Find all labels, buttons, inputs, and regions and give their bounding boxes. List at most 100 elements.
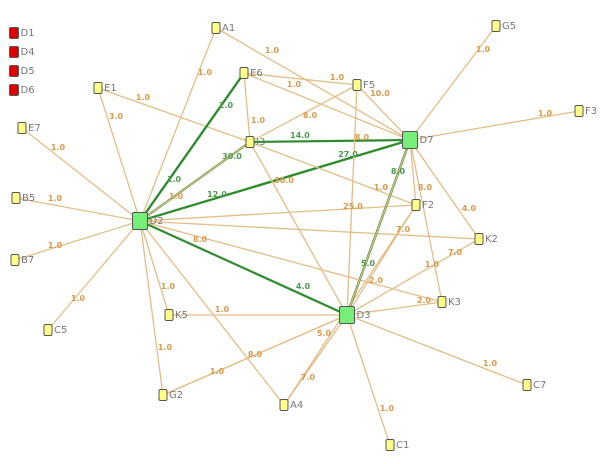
edge-label: 4.0 — [462, 204, 477, 213]
node-F5[interactable]: F5 — [352, 79, 375, 92]
node-box[interactable] — [9, 84, 19, 96]
edge-label: 8.0 — [303, 111, 318, 120]
node-box[interactable] — [9, 27, 19, 39]
node-D1[interactable]: D1 — [9, 27, 35, 40]
node-box[interactable] — [239, 67, 249, 79]
node-A4[interactable]: A4 — [279, 399, 303, 412]
node-C5[interactable]: C5 — [43, 324, 67, 337]
node-B7[interactable]: B7 — [10, 254, 34, 267]
edge-label: 1.0 — [210, 367, 225, 376]
node-G5[interactable]: G5 — [491, 20, 516, 33]
node-label: E7 — [28, 123, 41, 134]
node-box[interactable] — [10, 254, 20, 266]
edge-labels-layer: 1.01.03.01.01.01.01.01.01.01.01.01.08.07… — [48, 45, 553, 413]
edge-C5-D2 — [47, 220, 141, 331]
edge-F5-D7 — [356, 84, 411, 141]
node-label: B7 — [21, 255, 34, 266]
edges-layer — [14, 25, 580, 446]
edge-C1-D3 — [346, 314, 391, 446]
node-label: K2 — [485, 234, 498, 245]
node-label: D6 — [21, 85, 35, 96]
edge-G2-D2 — [139, 220, 164, 396]
edge-label: 1.0 — [476, 45, 491, 54]
node-label: C7 — [533, 380, 546, 391]
node-box[interactable] — [352, 79, 362, 91]
node-box[interactable] — [164, 309, 174, 321]
edge-label: 2.0 — [369, 276, 384, 285]
node-E1[interactable]: E1 — [93, 82, 117, 95]
node-label: I3 — [256, 137, 265, 148]
edge-label: 1.0 — [71, 294, 86, 303]
node-I3[interactable]: I3 — [245, 136, 265, 149]
node-box[interactable] — [93, 82, 103, 94]
node-C7[interactable]: C7 — [522, 379, 546, 392]
node-box[interactable] — [339, 306, 355, 324]
edge-label: 1.0 — [425, 260, 440, 269]
edge-K2-D3 — [346, 238, 480, 316]
edge-K5-D2 — [139, 220, 170, 316]
node-label: D4 — [21, 47, 35, 58]
node-E6[interactable]: E6 — [239, 67, 263, 80]
node-D7[interactable]: D7 — [402, 131, 434, 149]
node-A1[interactable]: A1 — [211, 22, 235, 35]
node-G2[interactable]: G2 — [158, 389, 183, 402]
node-label: C1 — [396, 440, 409, 451]
node-box[interactable] — [474, 233, 484, 245]
node-box[interactable] — [411, 199, 421, 211]
node-box[interactable] — [279, 399, 289, 411]
node-box[interactable] — [17, 122, 27, 134]
node-label: B5 — [22, 193, 35, 204]
node-box[interactable] — [132, 212, 148, 230]
edge-label: 5.0 — [317, 329, 332, 338]
edge-label: 1.0 — [380, 404, 395, 413]
node-K3[interactable]: K3 — [437, 296, 461, 309]
node-box[interactable] — [385, 439, 395, 451]
edge-label: 1.0 — [215, 305, 230, 314]
node-D6[interactable]: D6 — [9, 84, 35, 97]
node-D5[interactable]: D5 — [9, 65, 35, 78]
edge-label: 1.0 — [161, 282, 176, 291]
node-box[interactable] — [9, 46, 19, 58]
edge-D2-F2 — [139, 204, 417, 222]
node-box[interactable] — [211, 22, 221, 34]
node-C1[interactable]: C1 — [385, 439, 409, 452]
edge-label: 1.0 — [330, 73, 345, 82]
node-B5[interactable]: B5 — [11, 192, 35, 205]
edge-label: 4.0 — [296, 282, 311, 291]
node-E7[interactable]: E7 — [17, 122, 41, 135]
node-K2[interactable]: K2 — [474, 233, 498, 246]
node-D2[interactable]: D2 — [132, 212, 164, 230]
node-box[interactable] — [245, 136, 255, 148]
edge-label: 12.0 — [207, 190, 227, 199]
node-K5[interactable]: K5 — [164, 309, 188, 322]
edge-K3-D3 — [346, 301, 443, 316]
node-box[interactable] — [491, 20, 501, 32]
node-box[interactable] — [574, 105, 584, 117]
node-box[interactable] — [522, 379, 532, 391]
node-box[interactable] — [402, 131, 418, 149]
node-label: F2 — [422, 200, 434, 211]
node-D4[interactable]: D4 — [9, 46, 35, 59]
node-F2[interactable]: F2 — [411, 199, 434, 212]
edge-label: 27.0 — [338, 150, 358, 159]
edge-label: 1.0 — [538, 109, 553, 118]
edge-K2-D7 — [409, 139, 480, 240]
edge-label: 1.0 — [136, 93, 151, 102]
node-label: A4 — [290, 400, 303, 411]
edge-label: 1.0 — [251, 116, 266, 125]
node-D3[interactable]: D3 — [339, 306, 371, 324]
edge-label: 1.0 — [51, 143, 66, 152]
node-box[interactable] — [437, 296, 447, 308]
edge-D2-D7 — [139, 138, 411, 223]
node-box[interactable] — [158, 389, 168, 401]
node-box[interactable] — [43, 324, 53, 336]
node-box[interactable] — [11, 192, 21, 204]
node-box[interactable] — [9, 65, 19, 77]
node-F3[interactable]: F3 — [574, 105, 597, 118]
edge-label: 1.0 — [48, 241, 63, 250]
node-label: F5 — [363, 80, 375, 91]
edge-E7-D2 — [21, 127, 141, 222]
edge-D7-D3 — [346, 139, 411, 316]
node-label: G5 — [502, 21, 516, 32]
